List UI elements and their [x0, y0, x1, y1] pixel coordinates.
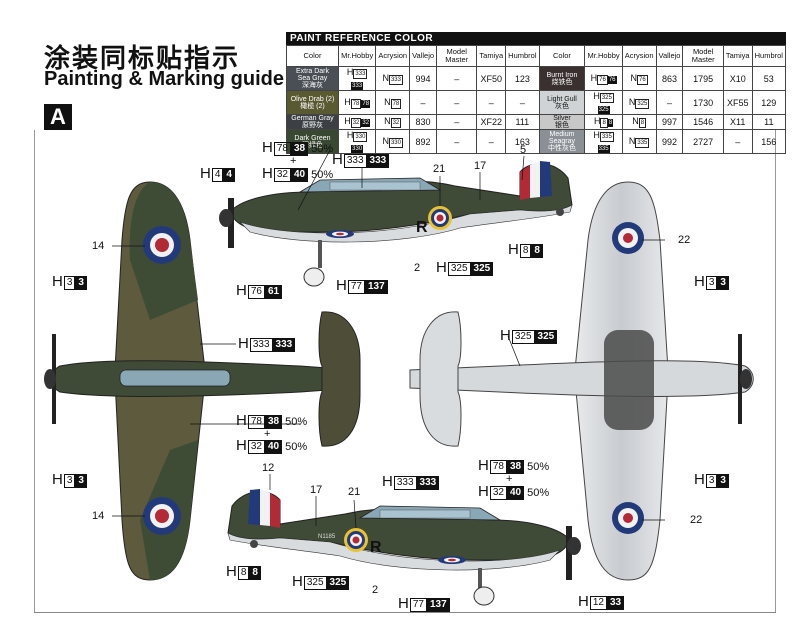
- paint-code-mm: 2727: [682, 129, 724, 154]
- marker-21-top: 21: [433, 163, 446, 175]
- frame-bottom: [34, 612, 776, 613]
- code-letter-bottom: R: [370, 539, 382, 556]
- scheme-badge: A: [44, 104, 72, 130]
- paint-code-mm: –: [436, 129, 478, 154]
- side-profile-top: R N1185: [219, 161, 573, 287]
- paint-code-humbrol: 156: [751, 129, 787, 154]
- frame-left: [34, 130, 35, 612]
- marker-17-top: 17: [474, 160, 487, 172]
- plus-sign-top: +: [290, 155, 297, 167]
- marker-2-bottom: 2: [372, 584, 379, 596]
- marker-12: 12: [262, 462, 275, 474]
- paint-code-vallejo: 892: [409, 129, 438, 154]
- plus-sign-mid: +: [264, 428, 271, 440]
- paint-code-humbrol: 129: [751, 90, 787, 115]
- title-chinese: 涂装同标贴指示: [44, 44, 241, 74]
- side-profile-bottom: R N1185: [227, 489, 581, 606]
- serial-bottom: N1185: [318, 534, 336, 540]
- paint-table-title: PAINT REFERENCE COLOR: [286, 32, 786, 45]
- bottom-view: [409, 181, 754, 581]
- marker-14-bottom: 14: [92, 510, 105, 522]
- marker-17-bottom: 17: [310, 484, 323, 496]
- top-view: [44, 181, 361, 581]
- paint-code-humbrol: 53: [751, 66, 787, 91]
- paint-code-tamiya: –: [476, 90, 507, 115]
- paint-code-tamiya: XF50: [476, 66, 507, 91]
- marker-22-top: 22: [678, 234, 691, 246]
- code-letter-top: R: [416, 219, 428, 236]
- serial-top: N1185: [462, 218, 480, 224]
- frame-right: [775, 130, 776, 612]
- title-english: Painting & Marking guide: [44, 68, 285, 90]
- marker-5: 5: [520, 144, 527, 156]
- paint-code-vallejo: 863: [655, 66, 684, 91]
- paint-code-tamiya: –: [476, 129, 507, 154]
- paint-code-tamiya: –: [722, 129, 753, 154]
- paint-code-vallejo: 992: [655, 129, 684, 154]
- marker-2-top: 2: [414, 262, 421, 274]
- paint-code-humbrol: 163: [505, 129, 540, 154]
- paint-column-header: Model Master: [682, 45, 724, 67]
- marker-21-bottom: 21: [348, 486, 361, 498]
- paint-code-tamiya: XF55: [722, 90, 753, 115]
- marker-22-bottom: 22: [690, 514, 703, 526]
- plus-sign-bottom: +: [506, 473, 513, 485]
- marker-14-top: 14: [92, 240, 105, 252]
- paint-code-mm: –: [436, 90, 478, 115]
